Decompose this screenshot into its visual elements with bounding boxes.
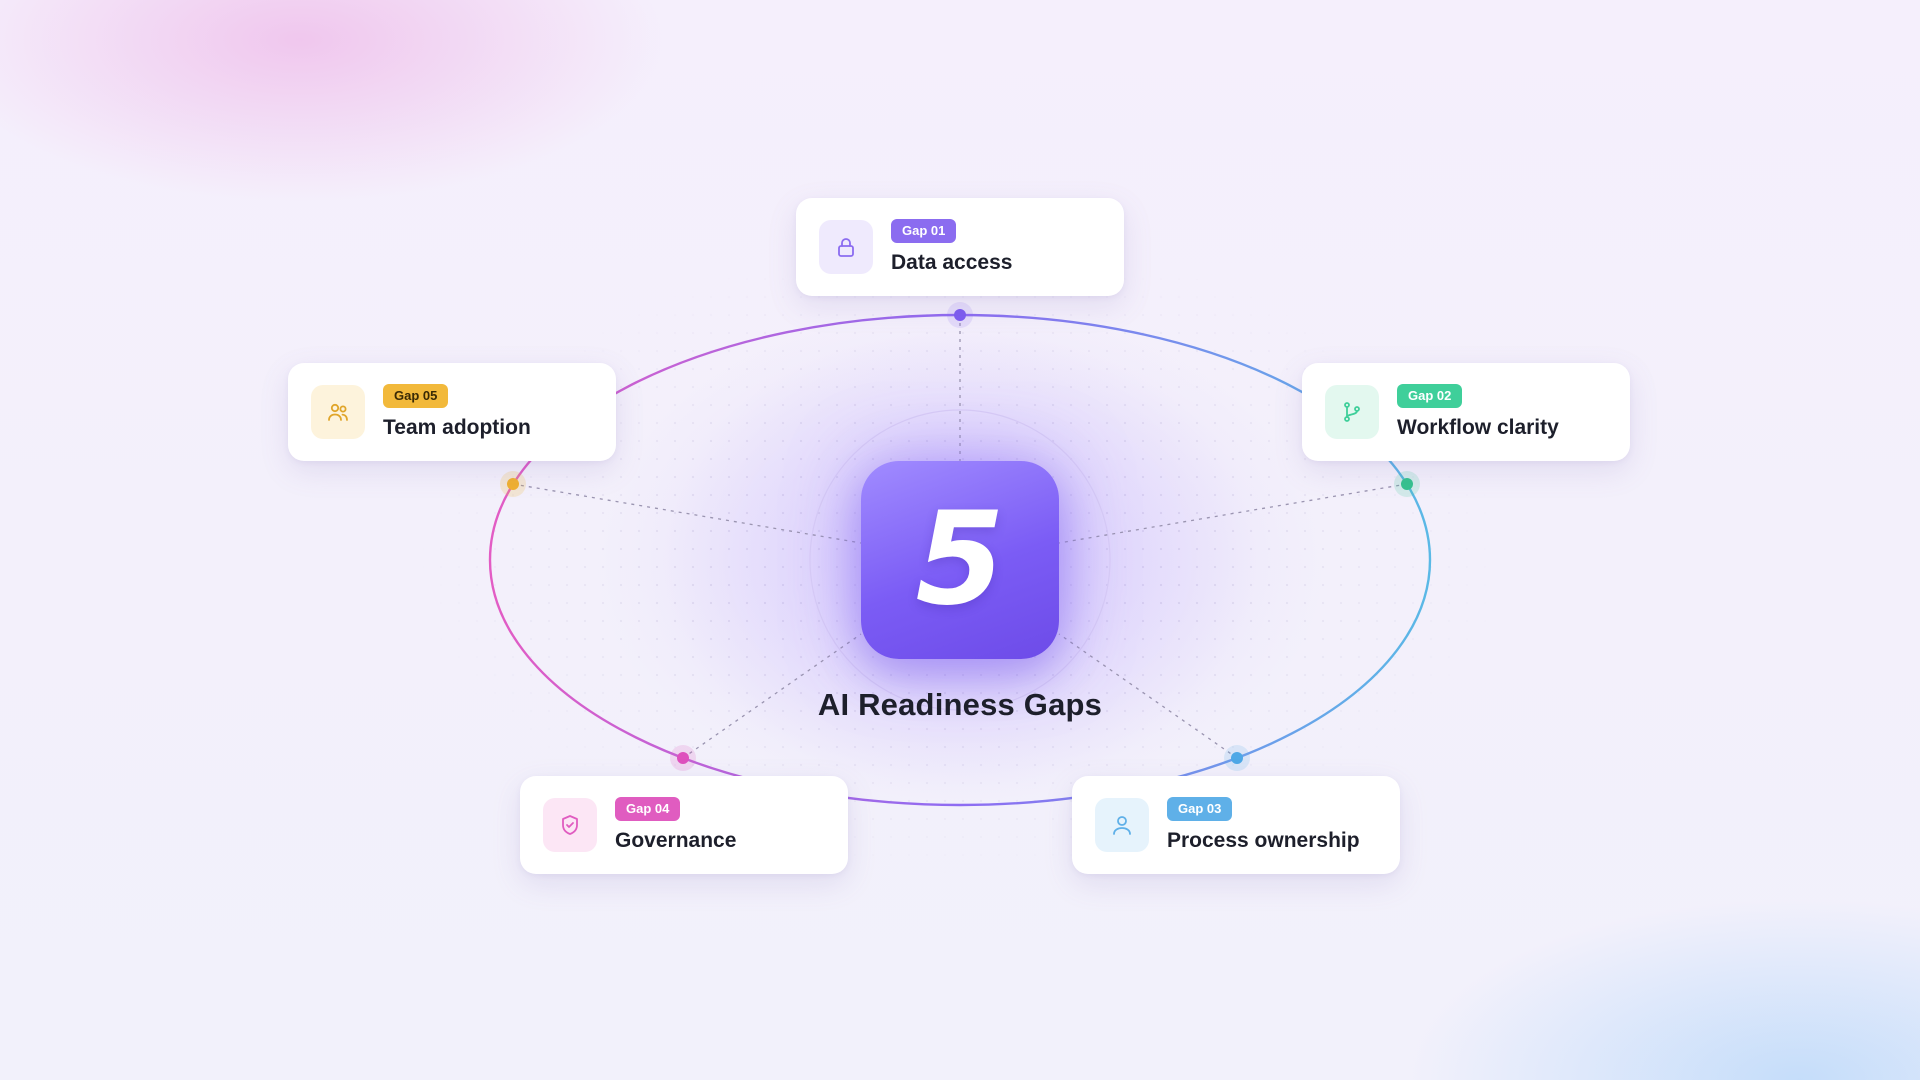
gap-card-team-adoption[interactable]: Gap 05 Team adoption [288, 363, 616, 461]
node-gap-01-dot [954, 309, 966, 321]
git-branch-icon [1325, 385, 1379, 439]
gap-label: Team adoption [383, 416, 531, 439]
gap-card-process-ownership[interactable]: Gap 03 Process ownership [1072, 776, 1400, 874]
gap-card-workflow-clarity[interactable]: Gap 02 Workflow clarity [1302, 363, 1630, 461]
user-icon [1095, 798, 1149, 852]
gap-badge: Gap 05 [383, 384, 449, 408]
gap-badge: Gap 04 [615, 797, 681, 821]
gap-label: Governance [615, 829, 737, 852]
gap-badge: Gap 03 [1167, 797, 1233, 821]
gap-card-data-access[interactable]: Gap 01 Data access [796, 198, 1124, 296]
center-number: 5 [915, 485, 1005, 634]
gap-badge: Gap 01 [891, 219, 957, 243]
lock-icon [819, 220, 873, 274]
gap-badge: Gap 02 [1397, 384, 1463, 408]
node-gap-02-dot [1401, 478, 1413, 490]
node-gap-05-dot [507, 478, 519, 490]
connector-gap-02 [1058, 483, 1408, 544]
gap-card-governance[interactable]: Gap 04 Governance [520, 776, 848, 874]
gap-label: Data access [891, 251, 1013, 274]
center-count-tile: 5 [861, 461, 1059, 659]
users-icon [311, 385, 365, 439]
gap-label: Workflow clarity [1397, 416, 1559, 439]
gap-label: Process ownership [1167, 829, 1360, 852]
node-gap-03-dot [1231, 752, 1243, 764]
connector-gap-05 [512, 483, 862, 544]
shield-check-icon [543, 798, 597, 852]
inner-circle [809, 409, 1111, 711]
diagram-title: AI Readiness Gaps [817, 687, 1103, 722]
node-gap-04-dot [677, 752, 689, 764]
